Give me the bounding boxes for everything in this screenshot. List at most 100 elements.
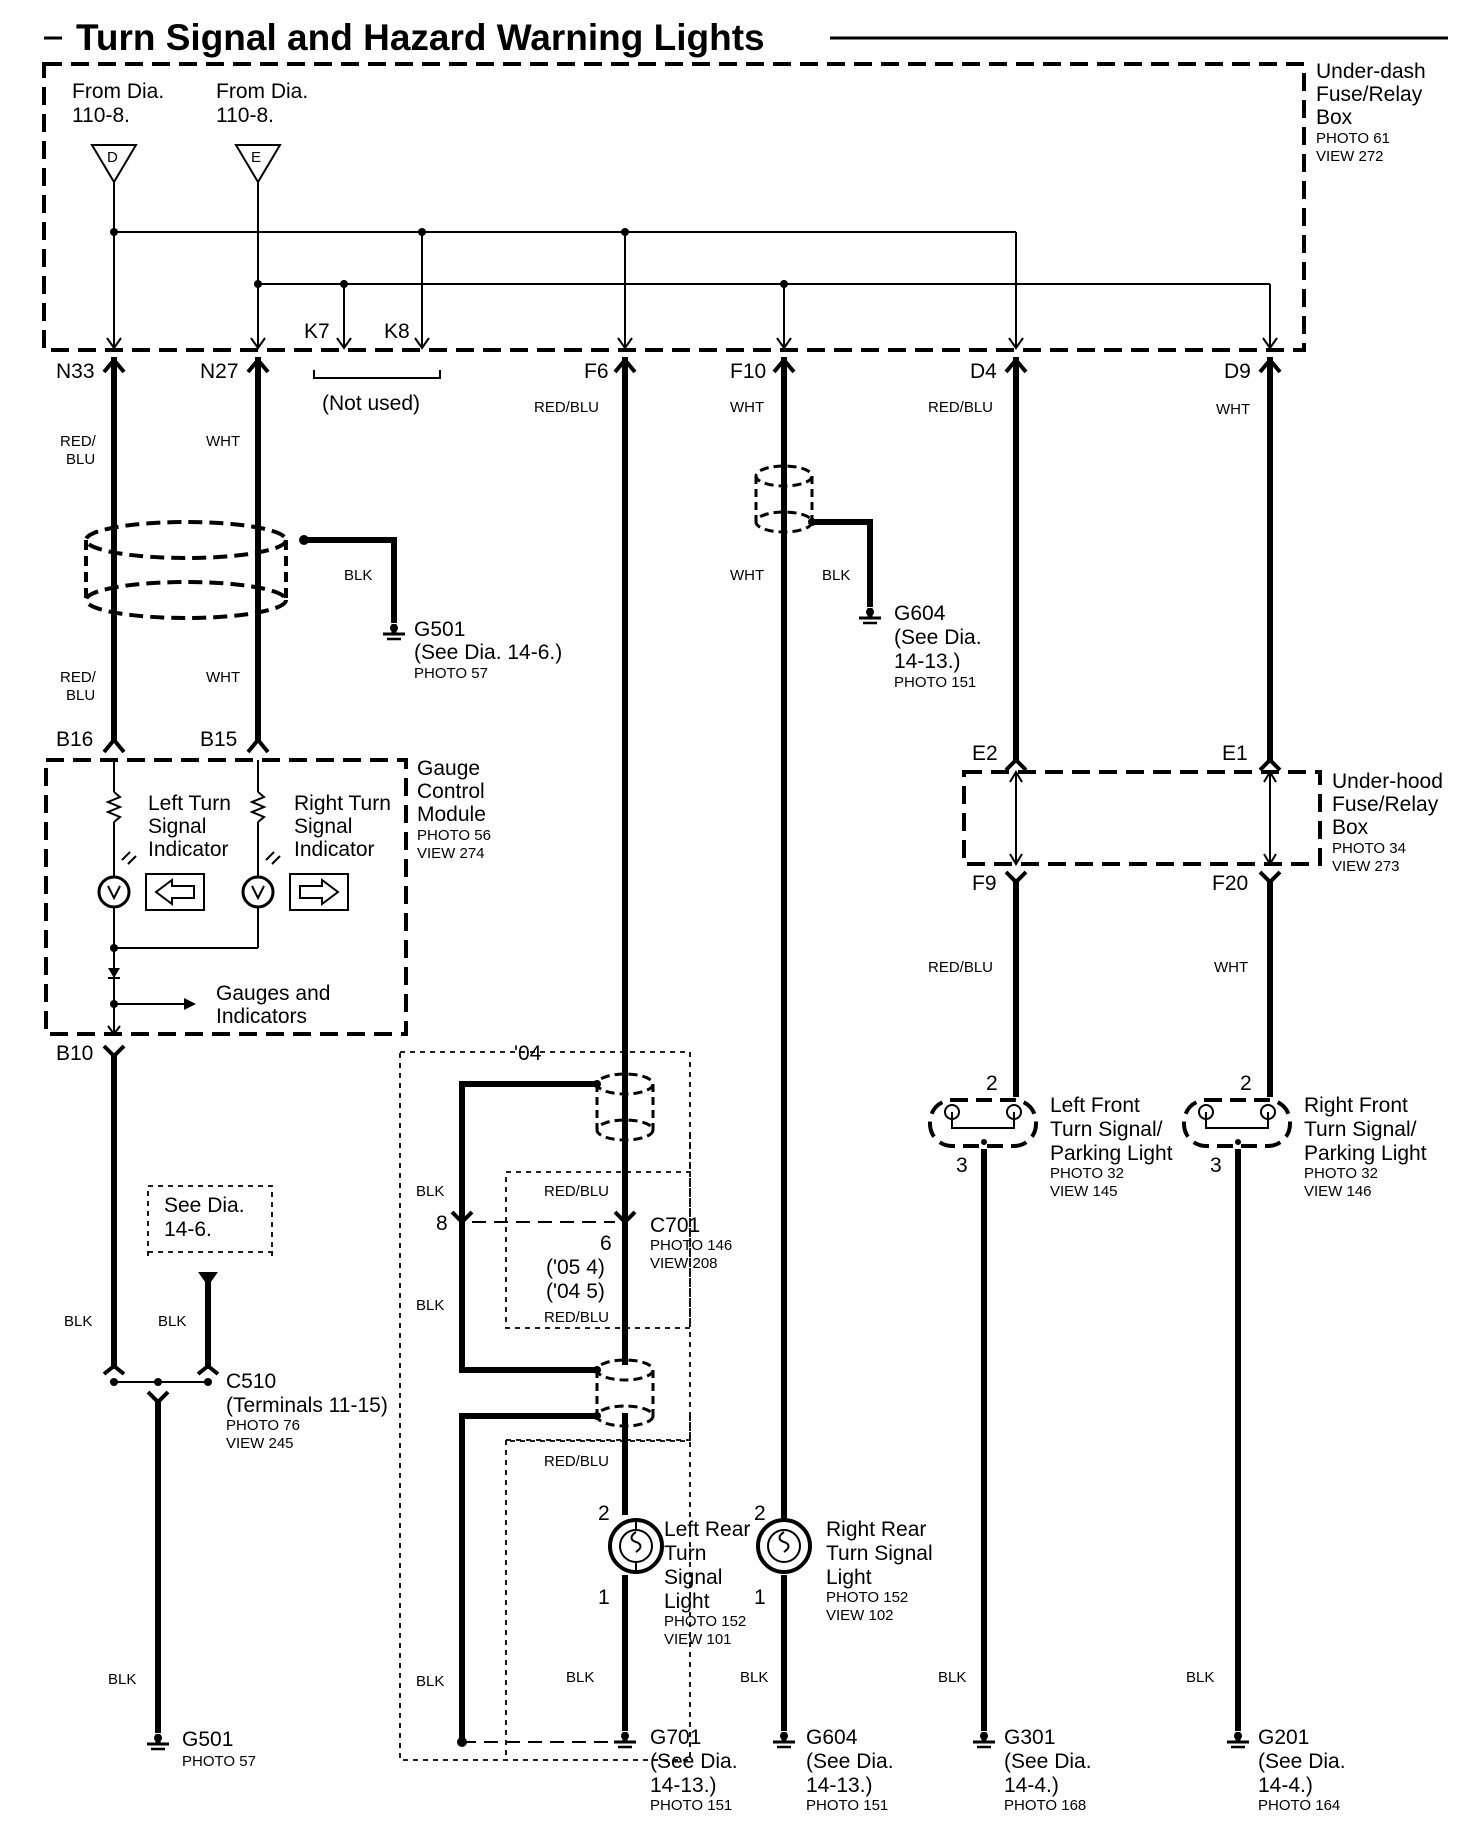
svg-text:Indicator: Indicator [294,838,375,861]
svg-text:WHT: WHT [206,433,240,450]
source-e: From Dia. 110-8. E [216,80,308,184]
svg-text:VIEW 208: VIEW 208 [650,1255,718,1272]
svg-text:(See Dia.: (See Dia. [1004,1750,1092,1773]
svg-text:Light: Light [826,1566,872,1589]
svg-text:Turn Signal/: Turn Signal/ [1304,1118,1417,1141]
svg-text:From Dia.: From Dia. [72,80,164,103]
svg-text:VIEW 245: VIEW 245 [226,1435,294,1452]
svg-text:3: 3 [1210,1154,1222,1177]
svg-text:Signal: Signal [294,815,352,838]
svg-text:PHOTO 152: PHOTO 152 [826,1589,908,1606]
svg-text:Right Rear: Right Rear [826,1518,926,1541]
svg-text:Under-dash: Under-dash [1316,60,1426,83]
svg-text:PHOTO 32: PHOTO 32 [1050,1165,1124,1182]
svg-text:G501: G501 [182,1728,233,1751]
svg-text:PHOTO 57: PHOTO 57 [414,665,488,682]
ground-g201-label: G201 (See Dia. 14-4.) PHOTO 164 [1258,1726,1346,1814]
svg-text:K8: K8 [384,320,410,343]
svg-text:D9: D9 [1224,360,1251,383]
svg-text:RED/: RED/ [60,669,97,686]
svg-text:Indicators: Indicators [216,1005,307,1028]
svg-text:VIEW 145: VIEW 145 [1050,1183,1118,1200]
svg-text:BLK: BLK [566,1669,594,1686]
svg-text:('04 5): ('04 5) [546,1280,605,1303]
gauges-and-indicators-label: Gauges and Indicators [216,982,330,1028]
svg-text:2: 2 [986,1072,998,1095]
svg-text:PHOTO 151: PHOTO 151 [894,674,976,691]
svg-text:VIEW 146: VIEW 146 [1304,1183,1372,1200]
svg-text:8: 8 [436,1212,448,1235]
svg-text:PHOTO 57: PHOTO 57 [182,1753,256,1770]
underhood-label: Under-hood Fuse/Relay Box PHOTO 34 VIEW … [1332,770,1443,875]
svg-text:14-13.): 14-13.) [894,650,961,673]
svg-text:1: 1 [754,1586,766,1609]
svg-text:Module: Module [417,803,486,826]
connector-c510: C510 (Terminals 11-15) PHOTO 76 VIEW 245 [102,1363,388,1452]
underhood-terminals-top: E2 E1 [972,742,1282,772]
see-dia-14-6: See Dia. 14-6. [147,1185,276,1256]
ground-g604-shield: G604 (See Dia. 14-13.) PHOTO 151 [894,602,982,691]
ground-g701-label: G701 (See Dia. 14-13.) PHOTO 151 [650,1726,738,1814]
svg-text:F20: F20 [1212,872,1248,895]
svg-text:BLK: BLK [416,1673,444,1690]
svg-text:VIEW 273: VIEW 273 [1332,858,1400,875]
svg-text:Signal: Signal [148,815,206,838]
svg-text:PHOTO 164: PHOTO 164 [1258,1797,1340,1814]
svg-text:PHOTO 152: PHOTO 152 [664,1613,746,1630]
svg-text:From Dia.: From Dia. [216,80,308,103]
svg-text:PHOTO 61: PHOTO 61 [1316,130,1390,147]
svg-text:BLK: BLK [1186,1669,1214,1686]
svg-text:(See Dia.: (See Dia. [1258,1750,1346,1773]
connector-c701: 8 6 ('05 4) ('04 5) C701 PHOTO 146 VIEW … [436,1210,732,1303]
svg-text:G604: G604 [806,1726,858,1749]
svg-text:BLK: BLK [416,1297,444,1314]
svg-text:'04: '04 [514,1042,542,1065]
svg-text:PHOTO 32: PHOTO 32 [1304,1165,1378,1182]
svg-text:F6: F6 [584,360,609,383]
svg-text:N27: N27 [200,360,239,383]
ground-g501-label: G501 PHOTO 57 [182,1728,256,1770]
svg-text:RED/BLU: RED/BLU [544,1183,609,1200]
gauge-terminal-b10: B10 [56,1042,93,1065]
svg-text:WHT: WHT [206,669,240,686]
svg-text:G604: G604 [894,602,946,625]
underhood-fuse-box [962,770,1322,866]
svg-text:Turn Signal: Turn Signal [826,1542,933,1565]
c701-region [505,1171,691,1329]
svg-text:BLK: BLK [158,1313,186,1330]
underdash-terminals: N33 N27 K7 K8 (Not used) F6 F10 D4 D9 [56,320,1251,415]
svg-text:Right Turn: Right Turn [294,792,391,815]
svg-text:PHOTO 56: PHOTO 56 [417,827,491,844]
svg-text:(Not used): (Not used) [322,392,420,415]
svg-text:Indicator: Indicator [148,838,229,861]
svg-text:C510: C510 [226,1370,276,1393]
svg-text:PHOTO 34: PHOTO 34 [1332,840,1406,857]
svg-text:Signal: Signal [664,1566,722,1589]
svg-text:G301: G301 [1004,1726,1055,1749]
svg-text:(See Dia.: (See Dia. [806,1750,894,1773]
underdash-fuse-box [42,62,1306,352]
svg-text:Box: Box [1316,106,1353,129]
svg-text:RED/: RED/ [60,433,97,450]
svg-text:(See Dia. 14-6.): (See Dia. 14-6.) [414,641,562,664]
splice-lower [459,1358,655,1743]
svg-text:110-8.: 110-8. [72,104,130,127]
svg-text:(See Dia.: (See Dia. [894,626,982,649]
svg-text:BLU: BLU [66,687,95,704]
svg-text:14-6.: 14-6. [164,1218,212,1241]
left-rear-turn-signal-light: 2 1 Left Rear Turn Signal Light PHOTO 15… [598,1502,750,1648]
svg-text:RED/BLU: RED/BLU [544,1453,609,1470]
ground-g501 [147,1734,169,1749]
svg-text:RED/BLU: RED/BLU [928,399,993,416]
svg-text:2: 2 [598,1502,610,1525]
underdash-label: Under-dash Fuse/Relay Box PHOTO 61 VIEW … [1316,60,1426,165]
svg-text:14-13.): 14-13.) [650,1774,717,1797]
svg-text:(Terminals 11-15): (Terminals 11-15) [226,1394,388,1417]
svg-text:Light: Light [664,1590,710,1613]
svg-text:VIEW 272: VIEW 272 [1316,148,1384,165]
svg-text:Turn Signal/: Turn Signal/ [1050,1118,1163,1141]
svg-text:VIEW 102: VIEW 102 [826,1607,894,1624]
svg-text:Right Front: Right Front [1304,1094,1408,1117]
source-d-tag: D [107,149,118,166]
svg-text:D4: D4 [970,360,997,383]
